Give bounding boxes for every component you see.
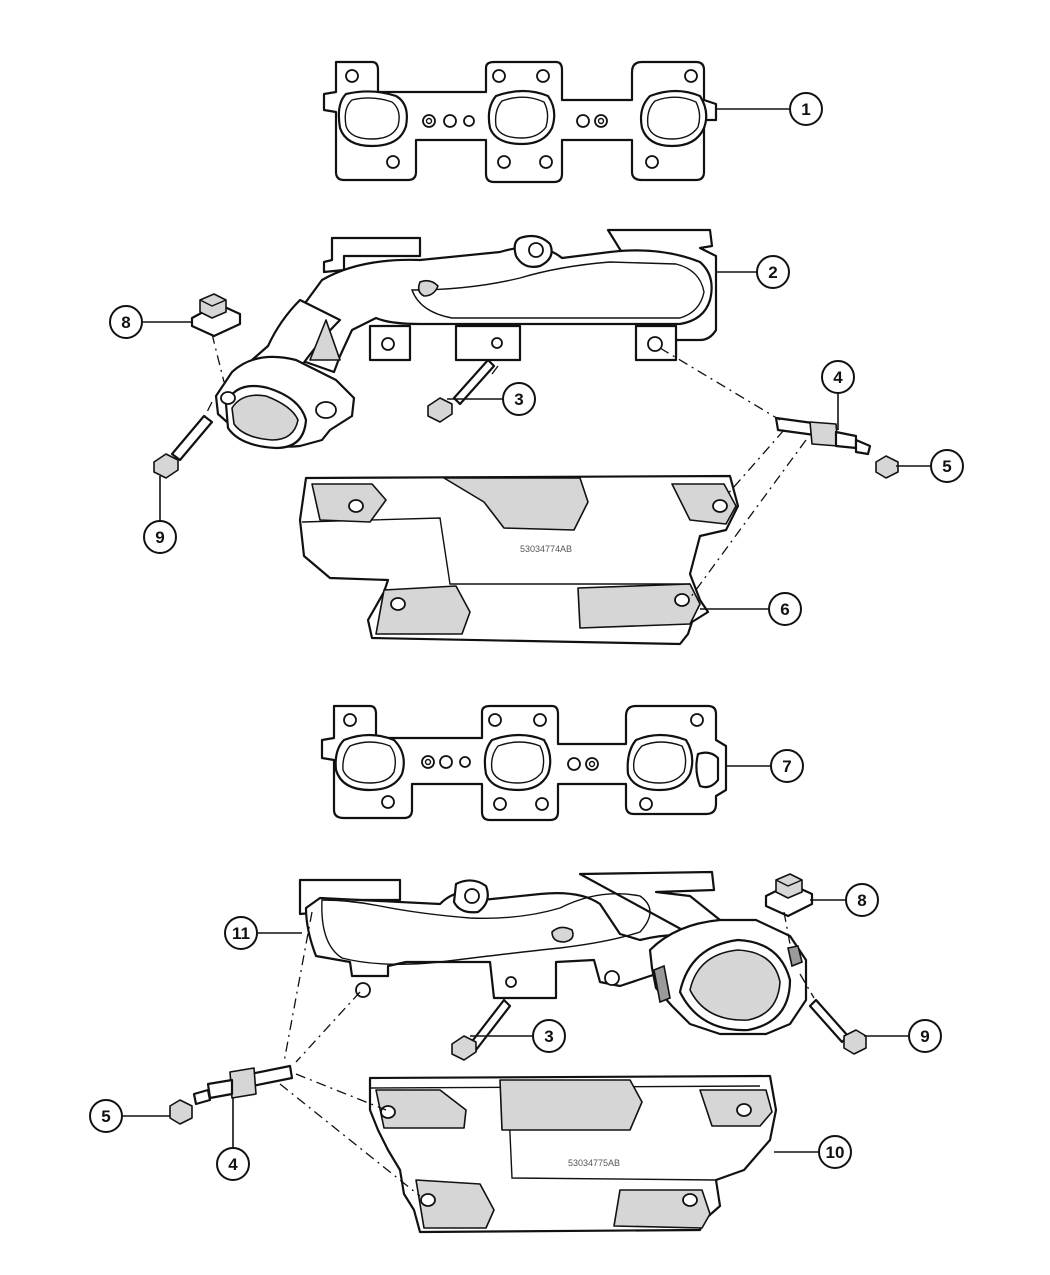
lower-stud-bolt <box>451 998 512 1061</box>
callout-5: 5 <box>930 449 964 483</box>
svg-text:5: 5 <box>101 1107 110 1126</box>
leader-lines <box>122 108 931 1153</box>
callout-5-lower: 5 <box>89 1099 123 1133</box>
svg-text:2: 2 <box>768 263 777 282</box>
callout-3-lower: 3 <box>532 1019 566 1053</box>
right-shield-stamp: 53034774AB <box>520 544 572 554</box>
callout-4: 4 <box>821 360 855 394</box>
svg-text:6: 6 <box>780 600 789 619</box>
callout-3: 3 <box>502 382 536 416</box>
svg-text:9: 9 <box>155 528 164 547</box>
lower-clip-nut <box>764 873 814 918</box>
svg-text:1: 1 <box>801 100 810 119</box>
callout-4-lower: 4 <box>216 1147 250 1181</box>
svg-text:9: 9 <box>920 1027 929 1046</box>
alignment-lines <box>203 333 815 1197</box>
upper-stud-and-nut <box>774 416 899 479</box>
svg-text:5: 5 <box>942 457 951 476</box>
svg-text:3: 3 <box>544 1027 553 1046</box>
svg-text:8: 8 <box>121 313 130 332</box>
lower-long-bolt <box>808 998 867 1055</box>
left-exhaust-manifold <box>298 870 808 1036</box>
svg-text:10: 10 <box>826 1143 845 1162</box>
callout-8-upper: 8 <box>109 305 143 339</box>
upper-long-bolt <box>153 414 214 479</box>
callout-11: 11 <box>224 916 258 950</box>
upper-clip-nut <box>190 293 242 338</box>
callout-10: 10 <box>818 1135 852 1169</box>
svg-text:8: 8 <box>857 891 866 910</box>
lower-manifold-gasket <box>320 704 728 822</box>
callout-7: 7 <box>770 749 804 783</box>
callout-2: 2 <box>756 255 790 289</box>
lower-stud-and-nut <box>169 1064 294 1125</box>
callout-1: 1 <box>789 92 823 126</box>
svg-text:7: 7 <box>782 757 791 776</box>
left-heat-shield: 53034775AB <box>368 1074 778 1234</box>
svg-text:11: 11 <box>232 924 250 943</box>
callout-9-upper: 9 <box>143 520 177 554</box>
callout-6: 6 <box>768 592 802 626</box>
upper-manifold-gasket <box>322 60 718 184</box>
upper-stud-bolt <box>427 358 496 423</box>
svg-text:4: 4 <box>833 368 843 387</box>
svg-text:3: 3 <box>514 390 523 409</box>
callout-8-lower: 8 <box>845 883 879 917</box>
left-shield-stamp: 53034775AB <box>568 1158 620 1168</box>
callout-9-lower: 9 <box>908 1019 942 1053</box>
svg-text:4: 4 <box>228 1155 238 1174</box>
right-heat-shield: 53034774AB <box>298 474 740 646</box>
right-exhaust-manifold <box>214 228 718 450</box>
